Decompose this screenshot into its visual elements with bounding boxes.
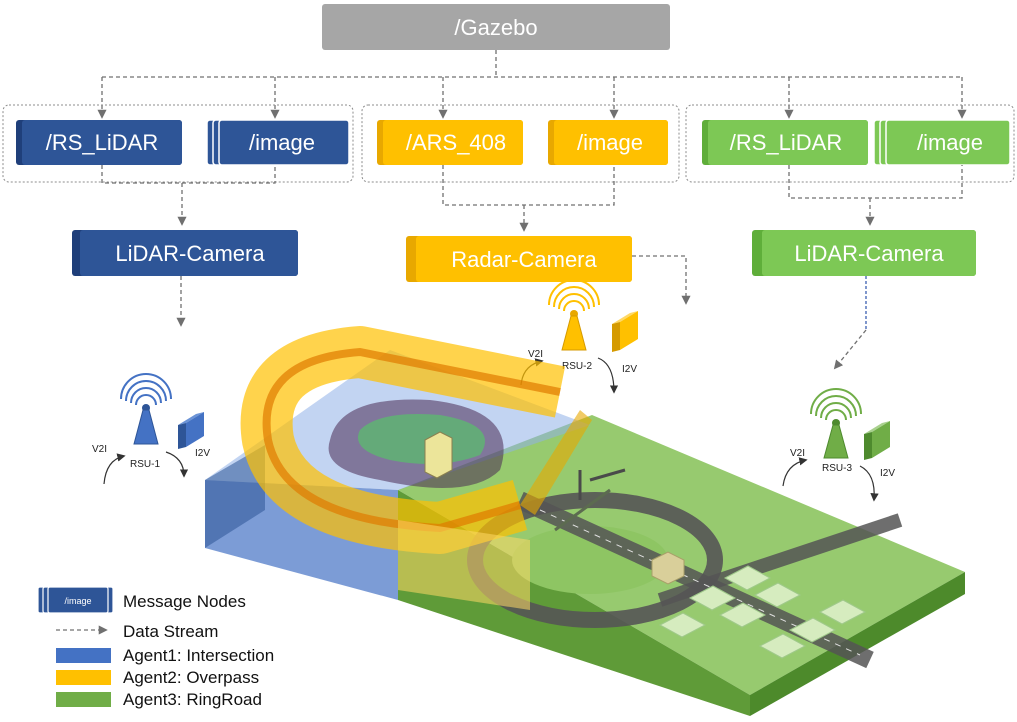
agent2-fusion-label: Radar-Camera (451, 247, 597, 272)
parking-pads (658, 565, 867, 659)
agent1-fusion-label: LiDAR-Camera (115, 241, 265, 266)
legend-message-nodes-label: Message Nodes (123, 592, 246, 611)
agent3-fusion-label: LiDAR-Camera (794, 241, 944, 266)
intersection-side (205, 445, 265, 548)
overpass-support (398, 520, 530, 610)
rsu-2-v2i: V2I (528, 349, 543, 360)
simulation-scene (205, 326, 965, 716)
antenna-icon (548, 279, 600, 351)
data-stream-distribution (97, 50, 967, 119)
rsu-2-i2v: I2V (622, 364, 637, 375)
building-box (651, 551, 685, 585)
legend-message-nodes: /image Message Nodes (37, 586, 246, 614)
agent1-sensor-group: /RS_LiDAR /image (2, 104, 354, 226)
gazebo-label: /Gazebo (454, 15, 537, 40)
rsu-1-name: RSU-1 (130, 459, 160, 470)
agent1-lidar-node: /RS_LiDAR (16, 120, 182, 165)
legend-data-stream: Data Stream (56, 622, 218, 641)
cross-road (657, 513, 903, 607)
agent1-fusion-node: LiDAR-Camera (72, 230, 298, 276)
legend-data-stream-label: Data Stream (123, 622, 218, 641)
rsu-1-v2i: V2I (92, 444, 107, 455)
rsu-1: V2I RSU-1 I2V (92, 373, 210, 485)
ringroad-side (750, 572, 965, 716)
agent2-image-label: /image (577, 130, 643, 155)
agent3-lidar-label: /RS_LiDAR (730, 130, 842, 155)
antenna-icon (120, 373, 172, 445)
legend-agent3-label: Agent3: RingRoad (123, 690, 262, 709)
legend-agent3: Agent3: RingRoad (56, 690, 262, 709)
legend-agent2: Agent2: Overpass (56, 668, 259, 687)
lift-arm (554, 488, 611, 532)
green-lawn (358, 414, 485, 464)
tower-block (424, 431, 453, 479)
legend-agent1-label: Agent1: Intersection (123, 646, 274, 665)
agent3-image-node: /image (873, 119, 1011, 166)
gate-arm (589, 468, 626, 482)
agent2-radar-node: /ARS_408 (377, 120, 523, 165)
agent3-lidar-node: /RS_LiDAR (702, 120, 868, 165)
agent2-radar-label: /ARS_408 (406, 130, 506, 155)
rsu-box-icon (864, 421, 890, 460)
agent1-lidar-label: /RS_LiDAR (46, 130, 158, 155)
rsu-2: V2I RSU-2 I2V (520, 279, 638, 394)
overpass-ramp (520, 410, 592, 515)
legend-node-icon-label: /image (64, 596, 91, 606)
rsu-box-icon (178, 412, 204, 449)
agent1-image-label: /image (249, 130, 315, 155)
rsu-1-i2v: I2V (195, 448, 210, 459)
legend-agent1: Agent1: Intersection (56, 646, 274, 665)
agent2-stream-down (632, 255, 691, 305)
agent2-sensor-group: /ARS_408 /image (361, 104, 680, 232)
gazebo-node: /Gazebo (322, 4, 670, 50)
overpass-ring-edge (262, 347, 561, 533)
agent3-image-label: /image (917, 130, 983, 155)
agent2-fusion-node: Radar-Camera (406, 236, 632, 282)
rsu-2-name: RSU-2 (562, 361, 592, 372)
legend-agent2-label: Agent2: Overpass (123, 668, 259, 687)
agent3-fusion-node: LiDAR-Camera (752, 230, 976, 276)
rsu-3-i2v: I2V (880, 468, 895, 479)
rsu-3-v2i: V2I (790, 448, 805, 459)
antenna-icon (810, 388, 862, 459)
agent2-image-node: /image (548, 120, 668, 165)
agent1-image-node: /image (206, 119, 350, 166)
legend: /image Message Nodes Data Stream Agent1:… (37, 586, 274, 709)
rsu-box-icon (612, 311, 638, 352)
agent3-sensor-group: /RS_LiDAR /image (685, 104, 1015, 226)
rsu-3-name: RSU-3 (822, 463, 852, 474)
rsu-3: V2I RSU-3 I2V (782, 388, 895, 502)
